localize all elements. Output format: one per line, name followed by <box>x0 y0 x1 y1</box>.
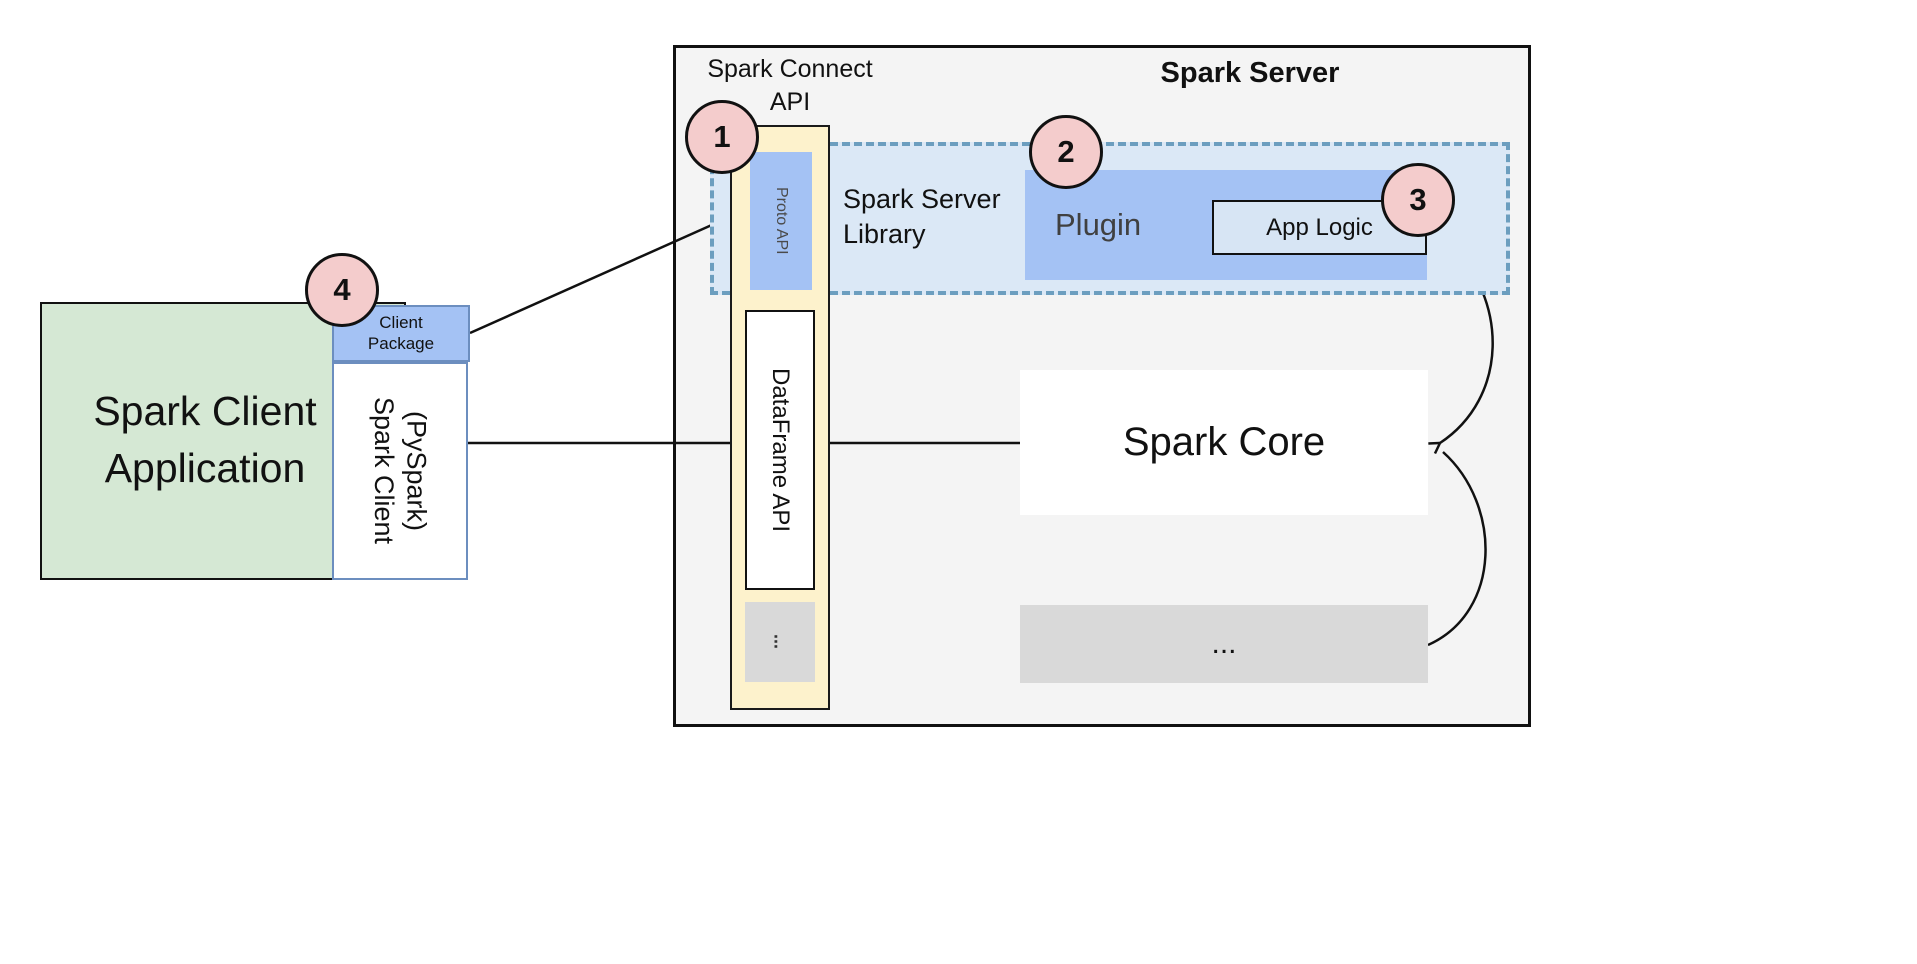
line-client-package-to-proto-api <box>469 222 715 335</box>
proto-api-label: Proto API <box>773 187 790 255</box>
api-column-more-label: ... <box>770 634 791 650</box>
server-more-box: ... <box>1020 605 1428 683</box>
spark-client-pyspark-box: Spark Client (PySpark) <box>332 362 468 580</box>
app-logic-label: App Logic <box>1266 213 1373 241</box>
spark-core-box: Spark Core <box>1020 370 1428 515</box>
server-more-label: ... <box>1211 627 1237 660</box>
api-column-more-box: ... <box>745 602 815 682</box>
dataframe-api-label: DataFrame API <box>767 367 794 533</box>
step-badge-1: 1 <box>685 100 759 174</box>
spark-connect-api-label: Spark Connect API <box>707 55 873 116</box>
curve-more-to-spark-core <box>1427 451 1487 647</box>
step-badge-4: 4 <box>305 253 379 327</box>
step-badge-3: 3 <box>1381 163 1455 237</box>
client-package-label: Client Package <box>367 313 435 353</box>
spark-server-library-label: Spark Server Library <box>843 184 1001 250</box>
spark-client-pyspark-label: Spark Client (PySpark) <box>369 397 432 545</box>
proto-api-box: Proto API <box>750 152 812 290</box>
spark-server-title: Spark Server <box>1160 57 1340 89</box>
plugin-label: Plugin <box>1055 207 1142 242</box>
dataframe-api-box: DataFrame API <box>745 310 815 590</box>
spark-client-application-label: Spark Client Application <box>93 388 317 492</box>
step-badge-2: 2 <box>1029 115 1103 189</box>
spark-core-label: Spark Core <box>1122 420 1326 464</box>
